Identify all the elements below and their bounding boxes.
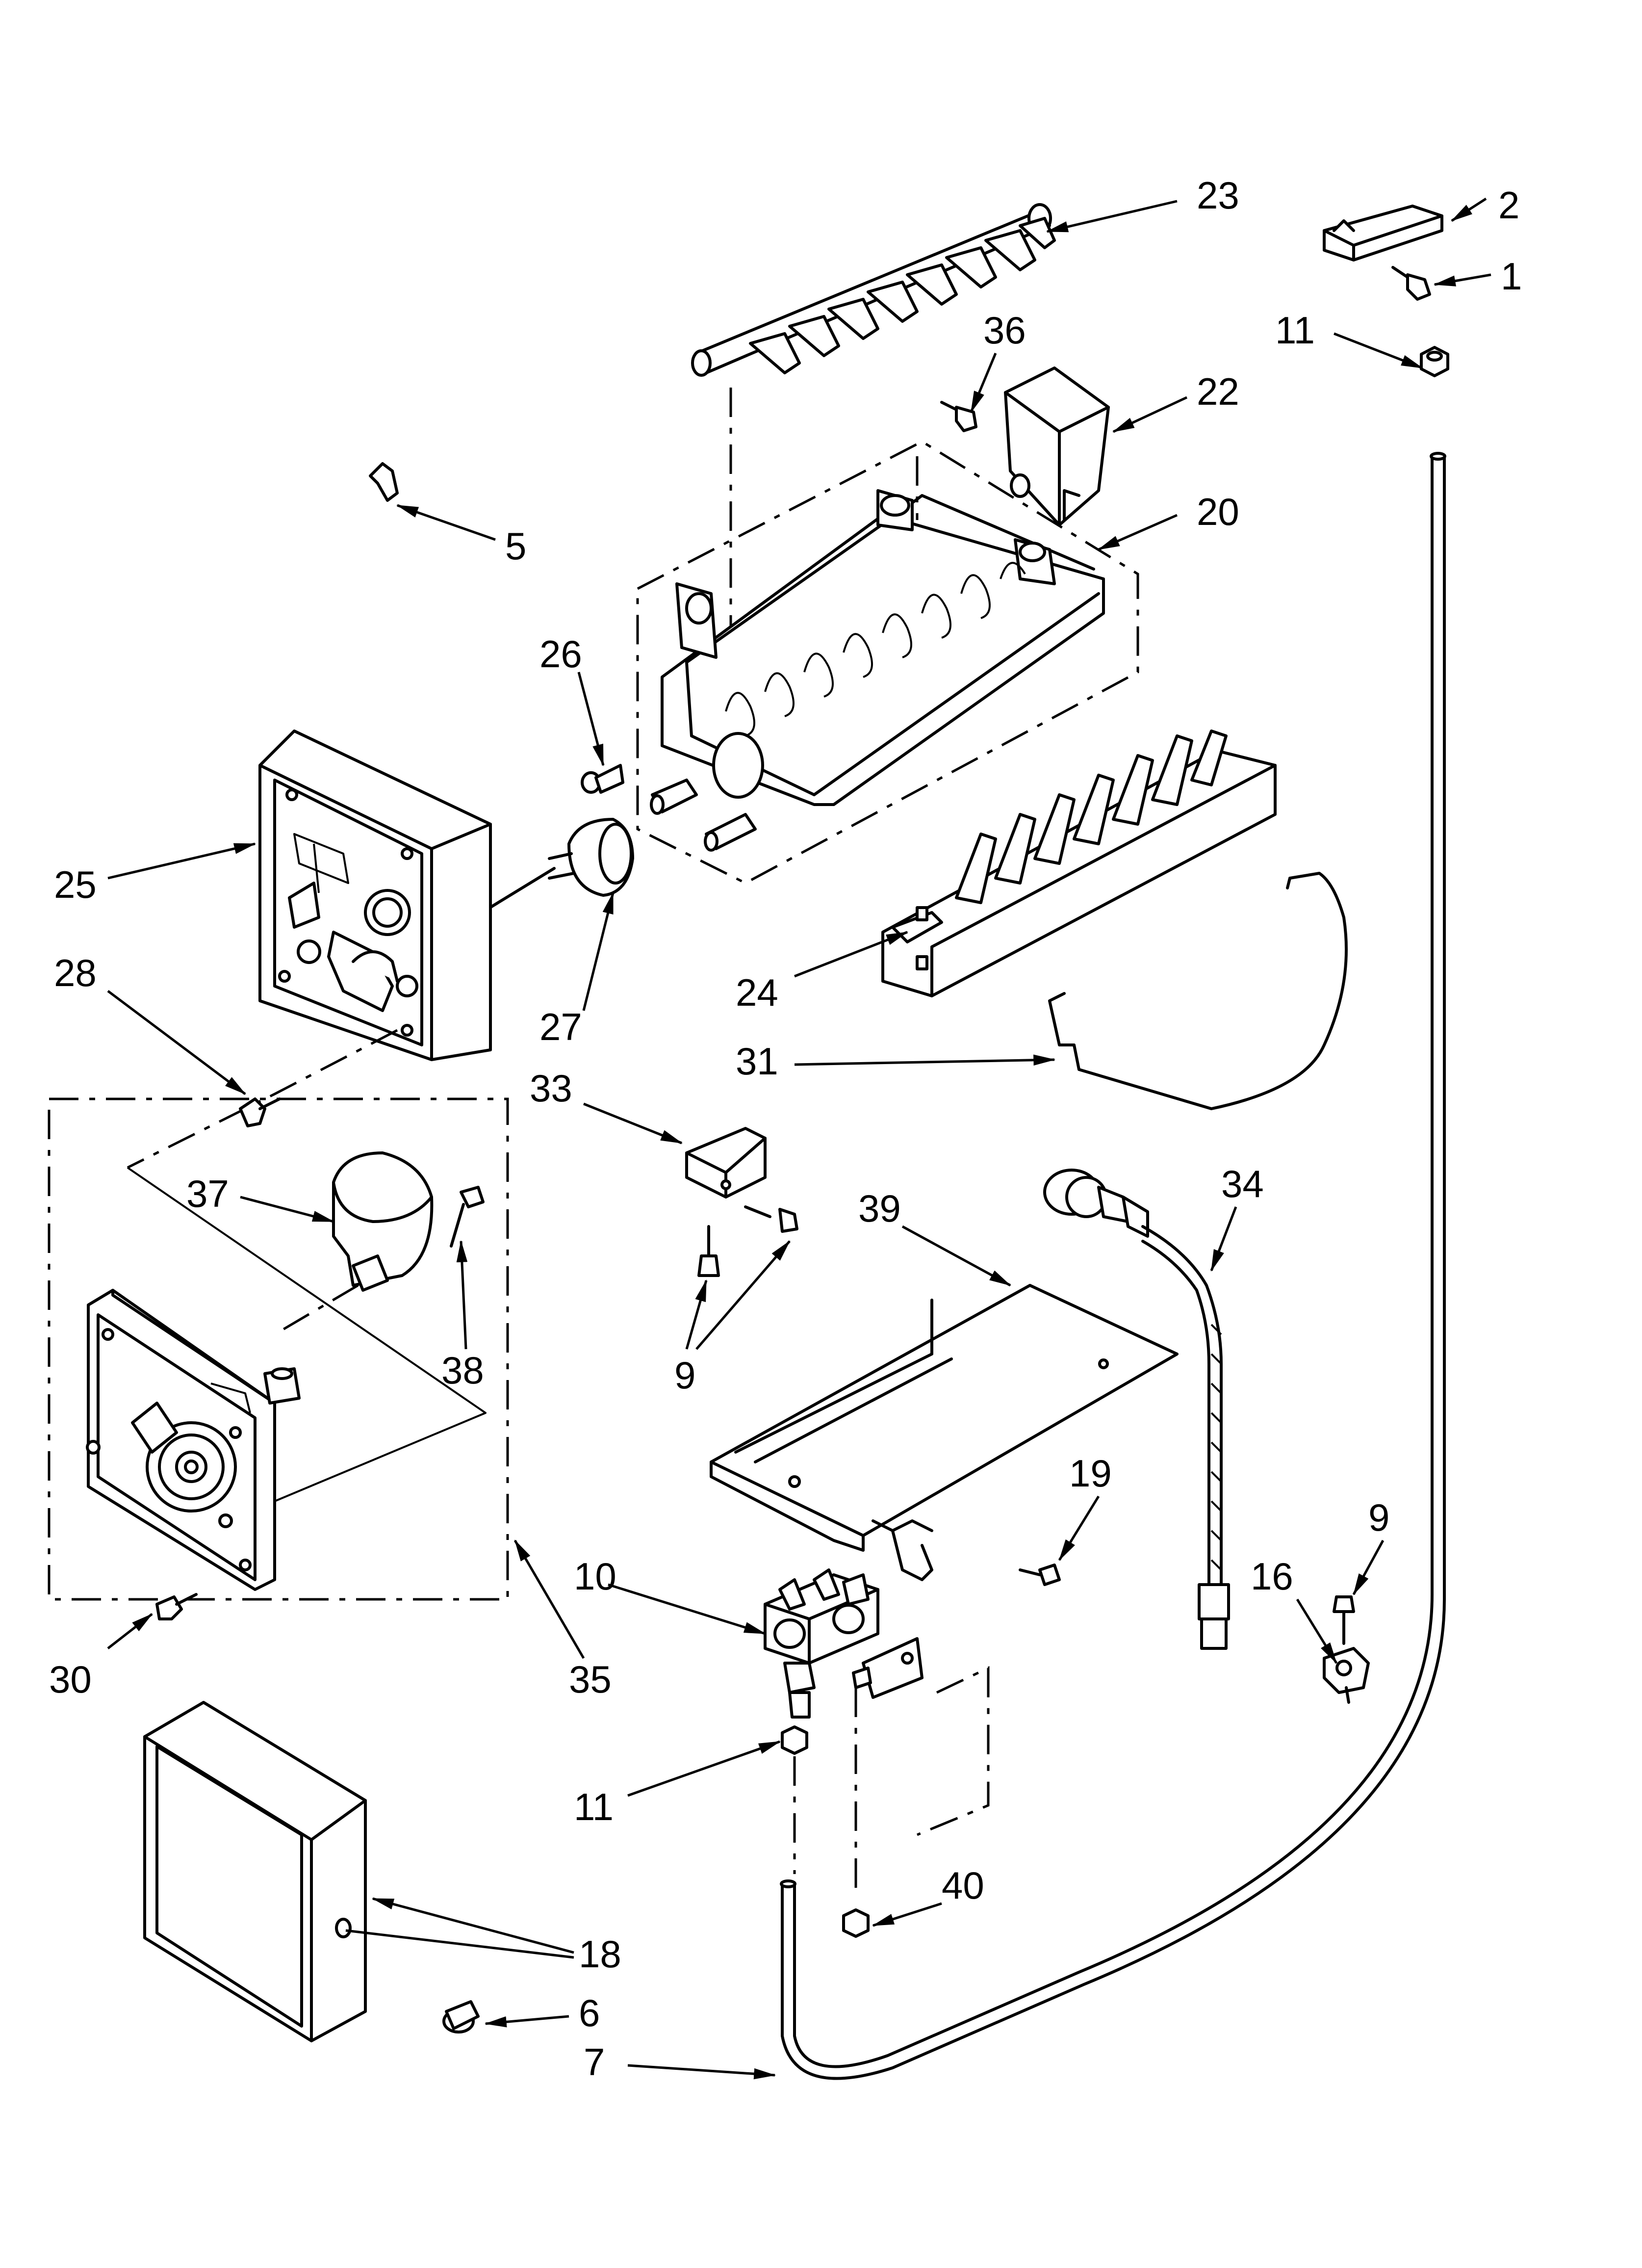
housing-to-motor-dashed-line xyxy=(127,1029,398,1169)
clamp-part-16 xyxy=(1323,1647,1370,1704)
screw-part-9-middle-b xyxy=(744,1205,798,1233)
mold-part-20 xyxy=(650,456,1105,852)
callout-7: 7 xyxy=(584,2040,605,2084)
callout-16: 16 xyxy=(1251,1555,1293,1598)
callout-25: 25 xyxy=(54,863,97,906)
screw-part-38 xyxy=(450,1186,485,1248)
callout-36: 36 xyxy=(983,309,1026,352)
callout-26: 26 xyxy=(539,632,582,676)
callout-20: 20 xyxy=(1197,490,1239,533)
screw-part-36 xyxy=(940,401,977,432)
screw-part-9-middle-a xyxy=(697,1225,720,1277)
callout-24: 24 xyxy=(736,971,778,1014)
ejector-part-23 xyxy=(691,203,1056,736)
water-valve-part-10 xyxy=(764,1568,924,1889)
screw-part-30 xyxy=(155,1593,198,1620)
nut-part-11-top xyxy=(1420,346,1449,377)
callout-2: 2 xyxy=(1498,183,1519,227)
nut-part-40 xyxy=(842,1908,870,1938)
fill-cup-part-22 xyxy=(1004,366,1110,526)
plug-part-6 xyxy=(442,2000,480,2033)
bracket-part-2 xyxy=(1323,205,1443,261)
callout-31: 31 xyxy=(736,1040,778,1083)
harness-part-34 xyxy=(1043,1169,1230,1650)
callout-35: 35 xyxy=(569,1658,612,1701)
callout-11-lower: 11 xyxy=(574,1785,614,1828)
callout-18: 18 xyxy=(579,1932,621,1976)
callout-33: 33 xyxy=(530,1067,572,1110)
module-part-35 xyxy=(86,1289,301,1591)
water-supply-tube xyxy=(780,452,1446,2080)
callout-39: 39 xyxy=(858,1187,901,1230)
callout-23: 23 xyxy=(1197,174,1239,217)
callout-37: 37 xyxy=(186,1172,229,1215)
callout-9-right: 9 xyxy=(1368,1496,1389,1539)
screw-part-19 xyxy=(1019,1564,1061,1586)
motor-part-37 xyxy=(274,1151,434,1336)
screw-part-9-right xyxy=(1333,1595,1355,1645)
callout-27: 27 xyxy=(539,1005,582,1048)
shield-part-39 xyxy=(710,1284,1179,1581)
motor-module-dashed-outline xyxy=(48,1097,509,1601)
nut-part-11-lower xyxy=(781,1725,808,1874)
callout-labels: 23 2 1 11 36 22 20 5 26 25 27 28 24 31 3… xyxy=(49,174,1522,2084)
icemaker-assembly-dashed-outline xyxy=(636,440,1139,885)
callout-6: 6 xyxy=(579,1991,600,2034)
leader-lines xyxy=(107,197,1491,2080)
housing-part-25 xyxy=(258,730,492,1061)
stripper-part-24 xyxy=(881,730,1277,997)
thermostat-part-27 xyxy=(548,818,634,897)
callout-38: 38 xyxy=(441,1349,484,1392)
screw-part-1 xyxy=(1391,266,1431,301)
valve-bracket-dashed-line xyxy=(917,1666,990,1836)
bracket-part-33 xyxy=(685,1127,767,1199)
rivet-part-26 xyxy=(581,764,624,794)
callout-11-top: 11 xyxy=(1275,309,1315,352)
clip-part-5 xyxy=(369,462,399,502)
callout-9-middle: 9 xyxy=(674,1354,695,1397)
cover-part-18 xyxy=(143,1701,367,2042)
callout-30: 30 xyxy=(49,1658,92,1701)
motor-module-outline-line xyxy=(127,1167,487,1502)
callout-5: 5 xyxy=(505,524,526,568)
wire-arm-part-31 xyxy=(1048,872,1348,1110)
callout-28: 28 xyxy=(54,951,97,994)
callout-1: 1 xyxy=(1501,255,1522,298)
callout-19: 19 xyxy=(1069,1452,1112,1495)
callout-10: 10 xyxy=(574,1555,616,1598)
callout-34: 34 xyxy=(1221,1162,1264,1205)
callout-40: 40 xyxy=(942,1864,984,1907)
screw-part-28 xyxy=(239,1097,281,1127)
callout-22: 22 xyxy=(1197,370,1239,413)
